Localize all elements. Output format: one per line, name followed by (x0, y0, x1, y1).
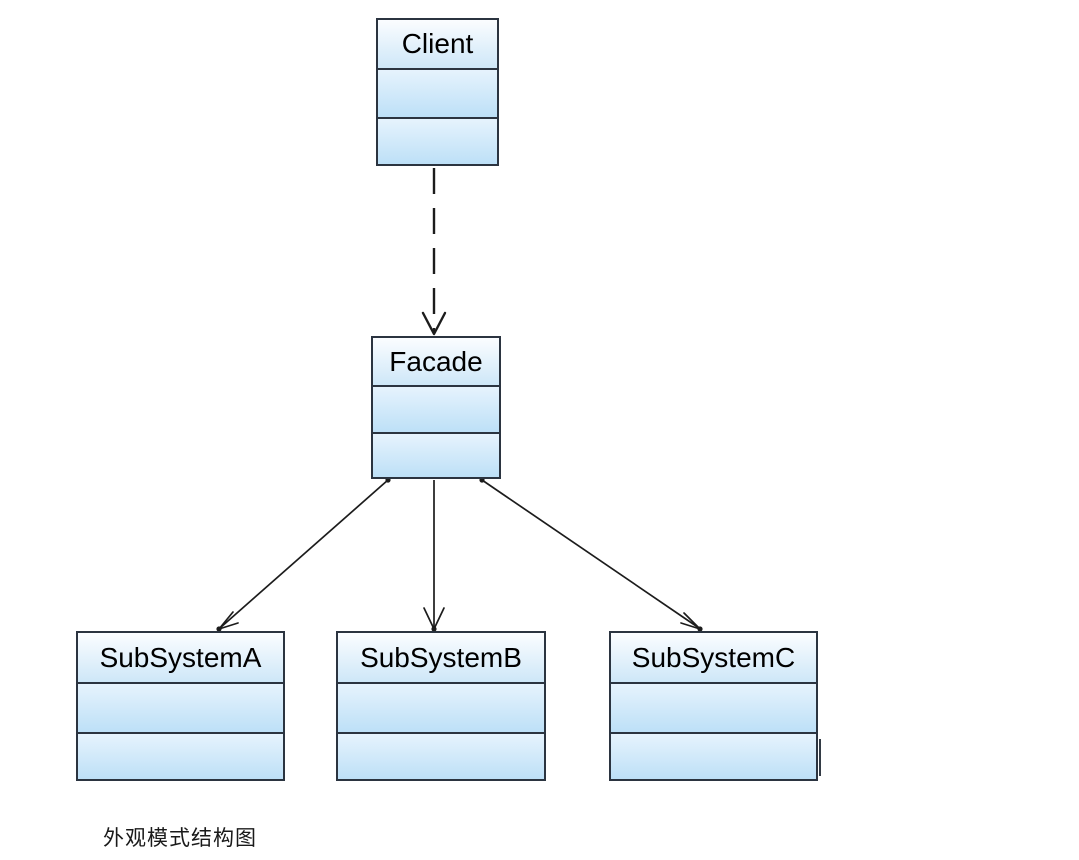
uml-class-subsystem-a-attributes (78, 684, 283, 734)
uml-class-facade-attributes (373, 387, 499, 434)
open-arrowhead-a (218, 611, 239, 630)
uml-class-facade-operations (373, 434, 499, 477)
uml-class-subsystem-a[interactable]: SubSystemA (76, 631, 285, 781)
uml-class-client-operations (378, 119, 497, 164)
connector-facade-to-subsystem-a (216, 477, 391, 632)
connector-client-to-facade (421, 168, 447, 336)
open-arrowhead-c (680, 612, 701, 630)
open-arrowhead-down (421, 311, 447, 336)
uml-class-client-title: Client (378, 20, 497, 70)
open-arrowhead-b (423, 607, 445, 630)
uml-class-facade-title: Facade (373, 338, 499, 387)
uml-class-subsystem-b[interactable]: SubSystemB (336, 631, 546, 781)
uml-class-subsystem-c[interactable]: SubSystemC (609, 631, 818, 781)
uml-class-subsystem-c-name: SubSystemC (631, 641, 796, 673)
uml-class-facade-name: Facade (389, 345, 483, 377)
uml-class-subsystem-c-title: SubSystemC (611, 633, 816, 684)
uml-class-subsystem-a-operations (78, 734, 283, 779)
association-line (481, 479, 700, 629)
text-cursor-mark (819, 739, 821, 776)
uml-class-facade[interactable]: Facade (371, 336, 501, 479)
uml-class-subsystem-b-title: SubSystemB (338, 633, 544, 684)
uml-class-client-attributes (378, 70, 497, 119)
uml-class-subsystem-c-operations (611, 734, 816, 779)
uml-class-subsystem-b-attributes (338, 684, 544, 734)
uml-class-subsystem-b-operations (338, 734, 544, 779)
uml-class-client-name: Client (401, 28, 474, 59)
association-line (219, 479, 389, 629)
uml-class-subsystem-b-name: SubSystemB (360, 641, 522, 673)
connector-facade-to-subsystem-c (479, 477, 703, 632)
uml-class-client[interactable]: Client (376, 18, 499, 166)
diagram-caption: 外观模式结构图 (103, 826, 257, 850)
uml-class-subsystem-a-name: SubSystemA (99, 641, 262, 673)
uml-class-subsystem-a-title: SubSystemA (78, 633, 283, 684)
uml-class-subsystem-c-attributes (611, 684, 816, 734)
connector-facade-to-subsystem-b (423, 480, 445, 632)
